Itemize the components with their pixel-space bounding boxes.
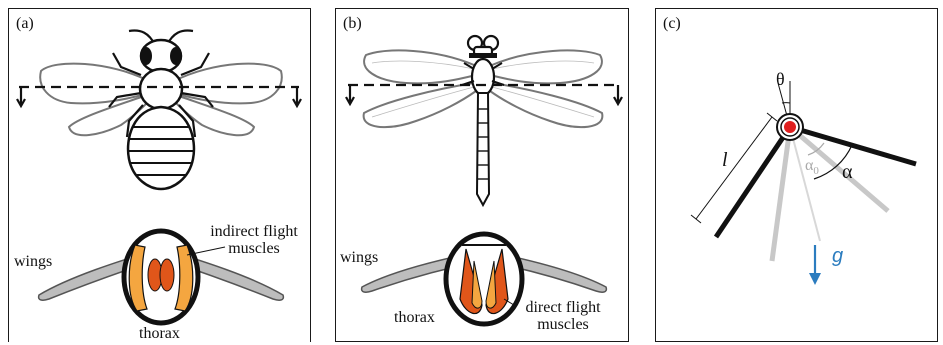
alpha-symbol: α bbox=[842, 161, 852, 184]
length-symbol: l bbox=[722, 149, 728, 172]
wings-label-b: wings bbox=[340, 249, 378, 266]
muscles-label-b-line1: direct flight bbox=[508, 299, 618, 316]
dragonfly-neck bbox=[469, 53, 497, 58]
muscles-label-a: indirect flight muscles bbox=[197, 223, 311, 257]
pendulum-diagram bbox=[656, 9, 939, 343]
dragonfly-abdomen bbox=[477, 93, 489, 205]
muscles-label-a-line2: muscles bbox=[197, 240, 311, 257]
muscles-label-a-line1: indirect flight bbox=[197, 223, 311, 240]
gravity-arrow bbox=[809, 245, 821, 285]
dv-muscle-right bbox=[160, 259, 174, 291]
muscles-label-b: direct flight muscles bbox=[508, 299, 618, 333]
muscles-label-b-line2: muscles bbox=[508, 316, 618, 333]
panel-b: (b) bbox=[335, 8, 629, 342]
thorax-label-a: thorax bbox=[139, 325, 180, 342]
bee-abdomen bbox=[128, 107, 194, 189]
dragonfly-head bbox=[468, 36, 498, 55]
alpha0-symbol: α0 bbox=[805, 157, 819, 177]
alpha0-subscript: 0 bbox=[813, 165, 819, 177]
theta-symbol: θ bbox=[776, 69, 785, 90]
wings-label-a: wings bbox=[14, 253, 52, 270]
panel-c: (c) θ l α0 α g bbox=[655, 8, 938, 342]
pivot-point bbox=[784, 121, 796, 133]
panel-a: (a) bbox=[8, 8, 311, 342]
thorax-label-b: thorax bbox=[394, 309, 435, 326]
gravity-label: g bbox=[832, 245, 843, 268]
vertical-reference bbox=[790, 127, 820, 241]
bee-eye-left bbox=[140, 47, 152, 65]
bee-thorax bbox=[140, 69, 182, 109]
dragonfly-illustration bbox=[336, 9, 630, 343]
bee-eye-right bbox=[170, 47, 182, 65]
dragonfly-thorax bbox=[472, 59, 494, 95]
bee-illustration bbox=[9, 9, 312, 343]
